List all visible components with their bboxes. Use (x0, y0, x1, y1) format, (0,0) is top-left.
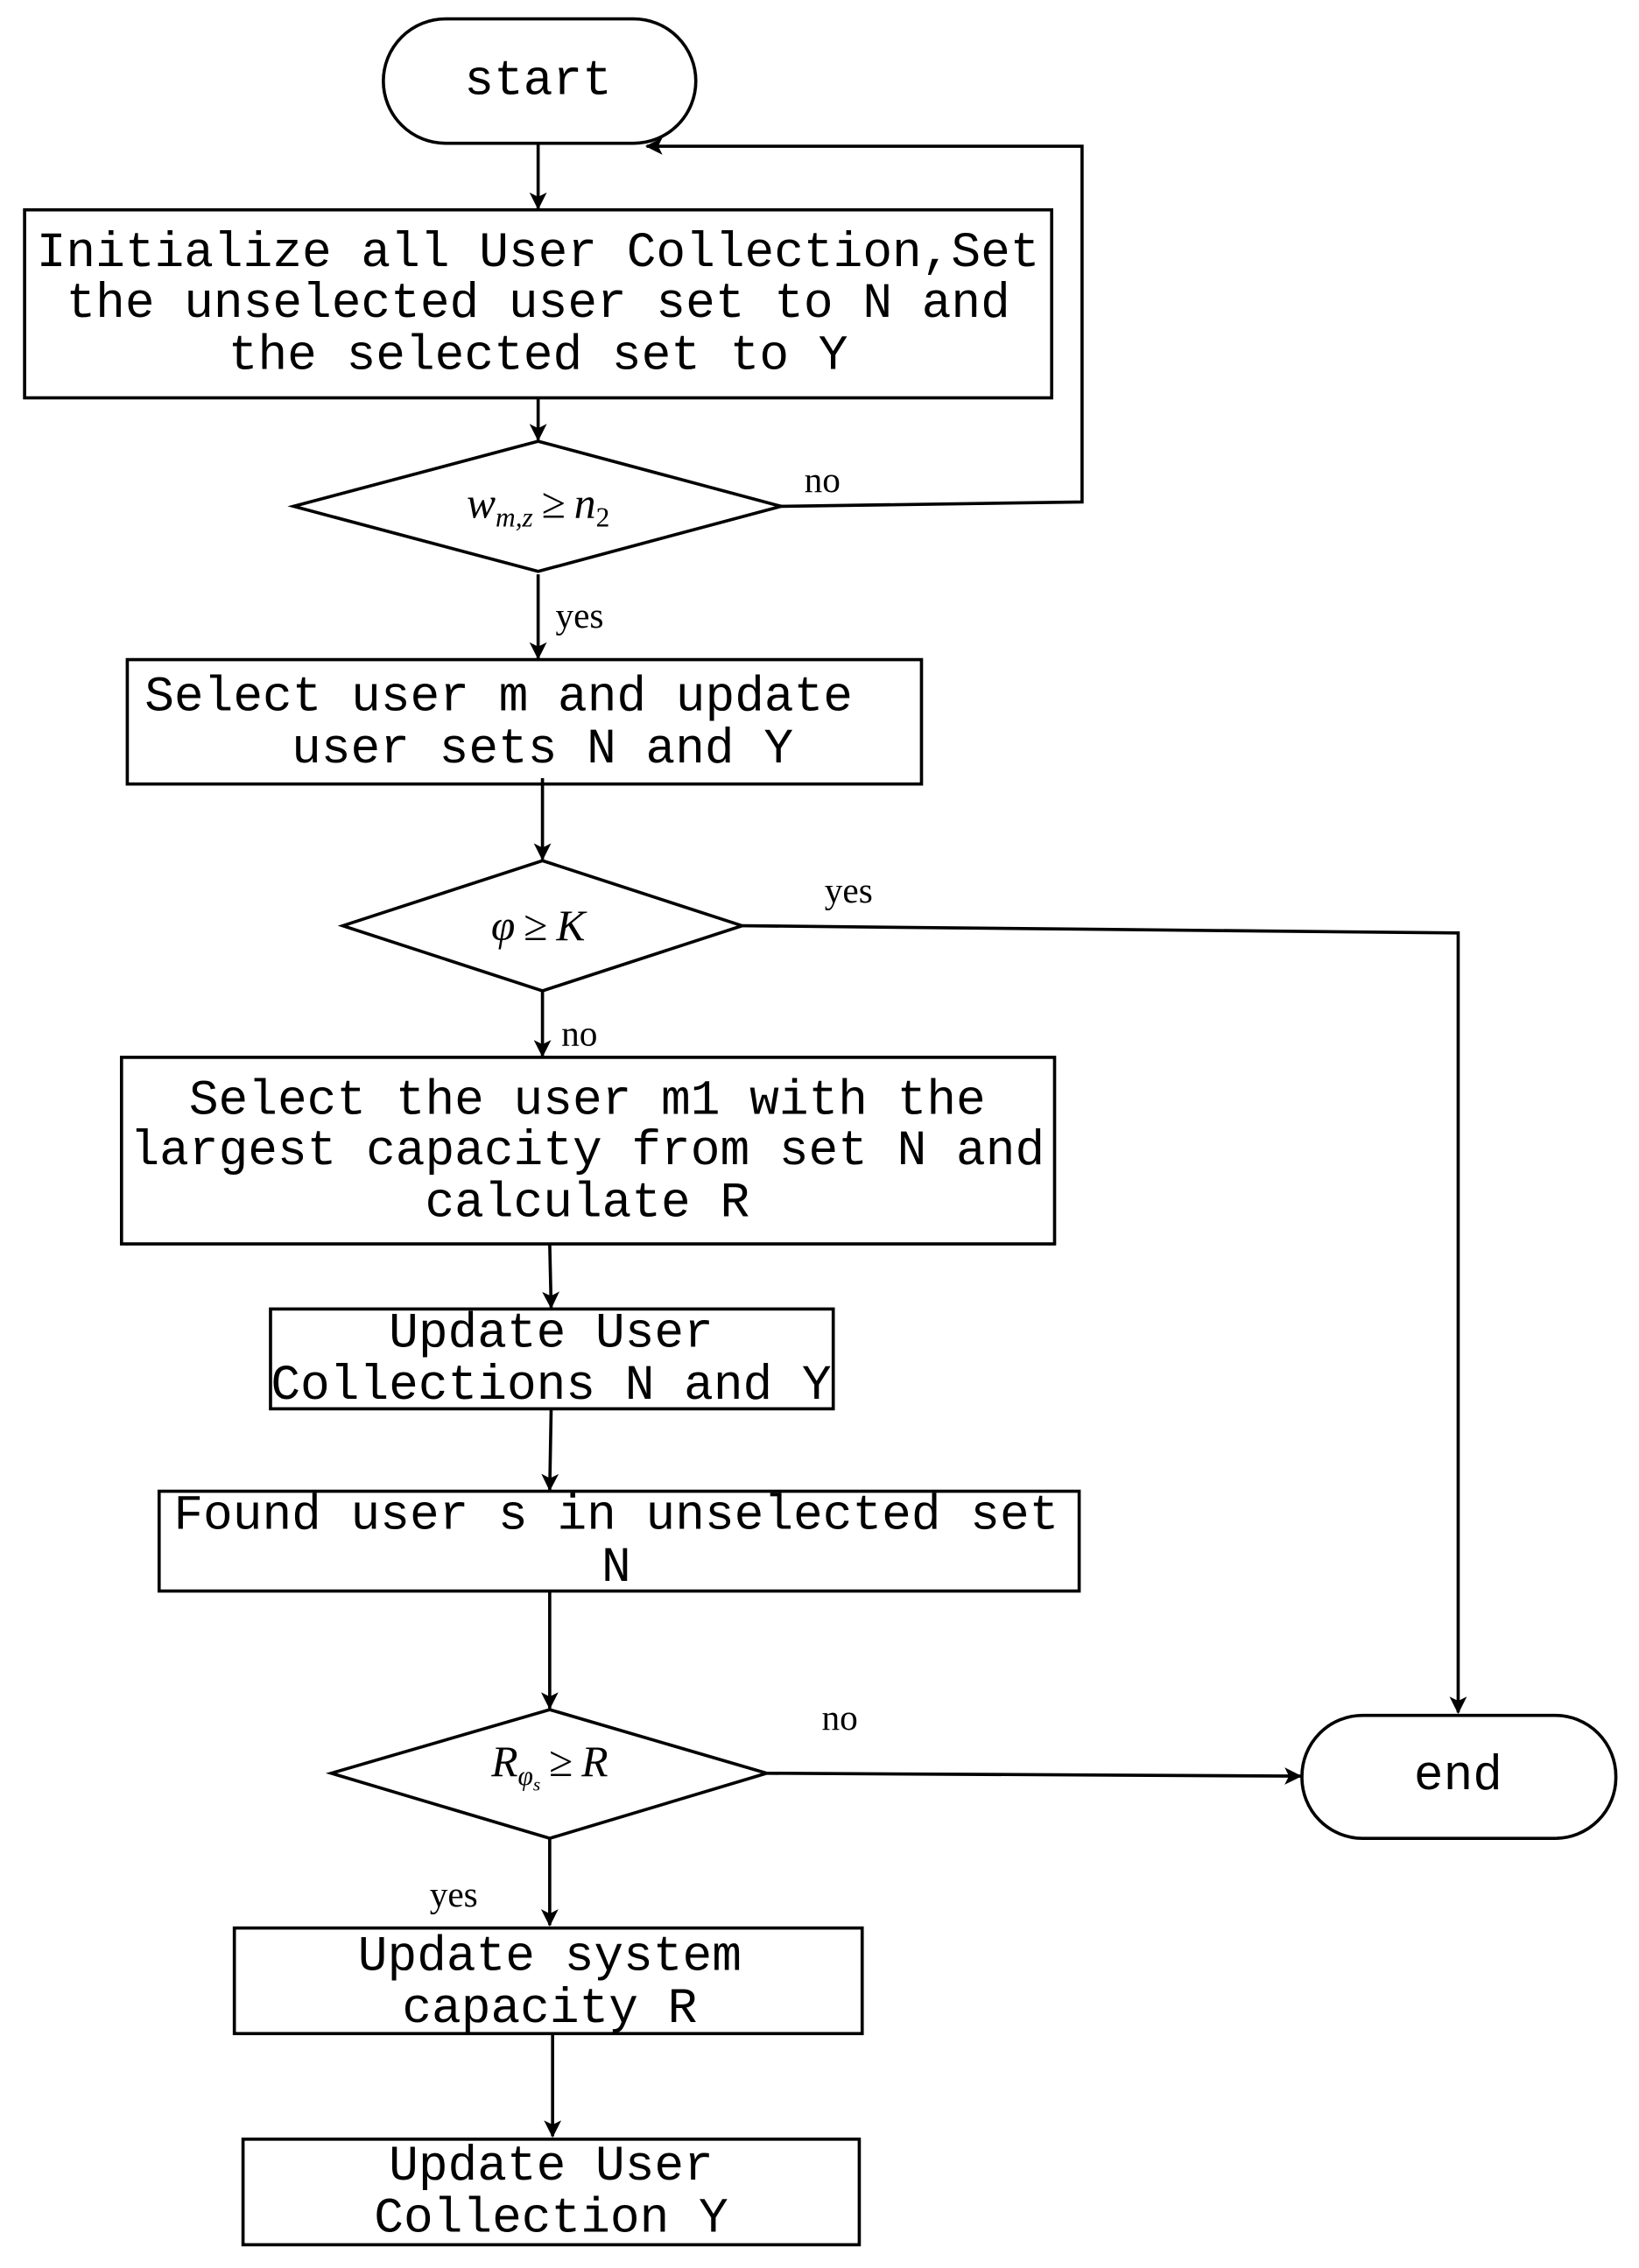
select-m1-line-1: Select the user m1 with the (189, 1072, 986, 1128)
select-m-line-1: Select user m and update (144, 669, 853, 725)
arrow-cond2-yes-end (742, 923, 1467, 1715)
init-box: Initialize all User Collection,Set the u… (23, 207, 1054, 400)
start-label: start (464, 53, 612, 109)
update-r-line-2: capacity R (402, 1981, 697, 2037)
cond3-formula: Rφs≥R (490, 1738, 608, 1795)
update-collections-box: Update User Collections N and Y (269, 1305, 835, 1414)
update-collection-y-box: Update User Collection Y (241, 2137, 862, 2247)
cond2-no-label: no (561, 1014, 597, 1054)
decision-phi-ge-k: φ≥K (337, 859, 748, 993)
found-s-line-1: Found user s in unselected set (173, 1488, 1059, 1544)
end-terminal: end (1300, 1713, 1618, 1840)
init-line-3: the selected set to Y (229, 327, 848, 383)
cond1-formula: wm,z≥n2 (467, 480, 609, 533)
arrow-cond3-no-end (766, 1767, 1303, 1785)
found-user-s-box: Found user s in unselected set N (157, 1488, 1081, 1596)
select-m-line-2: user sets N and Y (292, 721, 793, 777)
end-label: end (1414, 1748, 1502, 1804)
cond3-yes-label: yes (430, 1874, 478, 1914)
cond1-yes-label: yes (555, 595, 603, 635)
select-m1-line-3: calculate R (425, 1176, 749, 1232)
cond3-no-label: no (821, 1697, 857, 1738)
select-user-m-box: Select user m and update user sets N and… (125, 657, 924, 786)
init-line-2: the unselected user set to N and (66, 276, 1009, 332)
decision-w-ge-n2: wm,z≥n2 (287, 439, 788, 573)
arrow-m1-update (542, 1244, 560, 1310)
update-r-line-1: Update system (358, 1929, 742, 1985)
cond2-yes-label: yes (825, 870, 873, 910)
select-user-m1-box: Select the user m1 with the largest capa… (119, 1056, 1057, 1246)
select-m1-line-2: largest capacity from set N and (130, 1123, 1045, 1179)
update-y-line-1: Update User (389, 2138, 714, 2194)
update-ny-line-2: Collections N and Y (271, 1358, 831, 1414)
arrow-cond1-no-loop (644, 137, 1084, 509)
cond2-formula: φ≥K (491, 902, 587, 950)
start-terminal: start (382, 17, 698, 145)
decision-r-phi-s-ge-r: Rφs≥R (325, 1708, 773, 1841)
update-ny-line-1: Update User (389, 1305, 714, 1361)
arrow-update-found (541, 1408, 559, 1492)
cond1-no-label: no (805, 460, 841, 500)
found-s-line-2: N (601, 1540, 631, 1596)
update-y-line-2: Collection Y (374, 2191, 728, 2247)
init-line-1: Initialize all User Collection,Set (37, 225, 1040, 281)
update-system-capacity-box: Update system capacity R (232, 1926, 864, 2037)
